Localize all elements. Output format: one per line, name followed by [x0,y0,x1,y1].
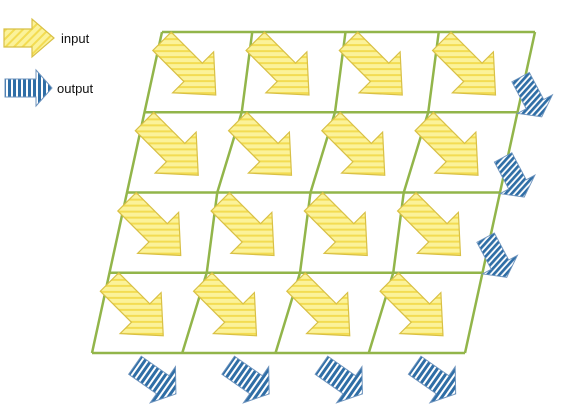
input-arrow [192,271,258,337]
grid-line-vertical [367,31,440,354]
output-arrow-right [476,232,519,278]
grid-line-vertical [90,31,164,354]
grid [90,30,537,355]
input-arrow [245,31,310,96]
input-arrow [414,111,479,176]
input-arrow [396,191,462,257]
input-arrow [151,31,217,96]
legend-output-label: output [57,81,94,96]
output-arrow-bottom [221,355,270,404]
input-arrow [210,191,275,257]
legend [3,17,55,108]
output-arrow-bottom [127,355,177,404]
input-arrow [116,191,182,257]
right-output-arrows [476,71,554,278]
input-arrow [285,271,351,337]
output-arrow-right [493,152,536,198]
output-arrow-bottom [314,355,363,404]
input-arrow [379,271,444,337]
input-arrow [227,111,293,176]
input-arrow [320,111,386,176]
input-arrow-icon [3,17,55,59]
grid-line-vertical [274,31,347,354]
input-arrow [303,191,368,257]
output-arrow-icon [4,68,53,108]
output-arrow-right [511,71,554,118]
input-arrow [431,31,497,96]
output-arrow-bottom [407,355,457,404]
input-arrow [99,271,164,337]
input-arrow [134,111,199,176]
bottom-output-arrows [127,355,457,404]
legend-input-label: input [61,31,90,46]
input-arrow [338,31,403,96]
input-arrows [99,31,497,337]
grid-line-vertical [181,31,254,354]
